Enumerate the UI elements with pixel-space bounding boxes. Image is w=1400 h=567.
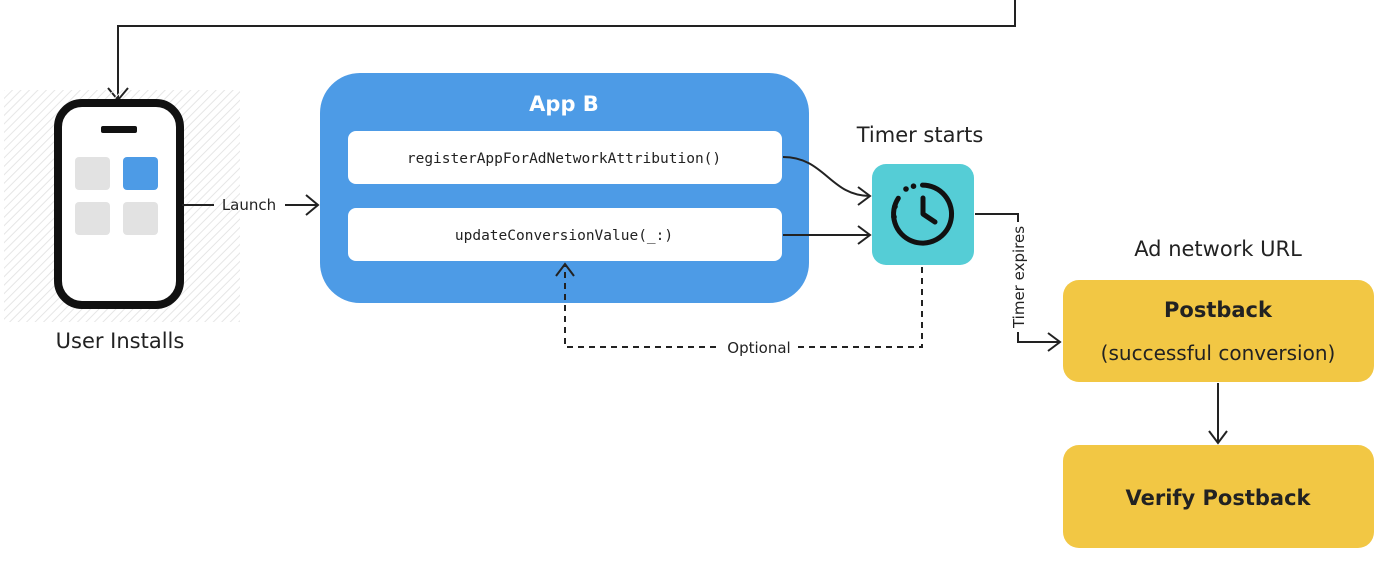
phone-caption: User Installs [56,329,185,353]
register-method-label: registerAppForAdNetworkAttribution() [407,151,721,167]
optional-label: Optional [727,339,790,357]
update-method-label: updateConversionValue(_:) [455,228,673,244]
timer-expires-label-background [1008,222,1028,332]
launch-label: Launch [222,196,276,214]
phone-body [54,99,184,309]
postback-subtitle: (successful conversion) [1101,341,1336,365]
ad-network-title: Ad network URL [1134,237,1302,261]
app-b-title: App B [529,92,599,116]
optional-label-background [720,336,798,358]
postback-box [1063,280,1374,382]
app-tile-highlighted [123,157,158,190]
timer-expires-label: Timer expires [1010,226,1028,329]
timer-expires-arrowhead [1047,332,1062,352]
app-tile [75,157,110,190]
postback-title: Postback [1164,298,1273,322]
verify-arrowhead [1208,430,1228,445]
register-arrowhead [857,186,872,206]
register-method-box [348,131,782,184]
register-to-timer-connector [782,156,871,197]
smartphone-icon [54,99,184,309]
app-tile [75,202,110,235]
verify-postback-box [1063,445,1374,548]
verify-postback-label: Verify Postback [1125,486,1311,510]
optional-arrowhead [555,262,575,277]
phone-speaker [101,126,137,133]
loop-connector [117,0,1016,100]
launch-arrowhead [305,194,320,216]
app-tile [123,202,158,235]
timer-clock-icon [891,182,955,246]
update-arrowhead [857,225,872,245]
timer-title: Timer starts [856,123,984,147]
update-method-box [348,208,782,261]
